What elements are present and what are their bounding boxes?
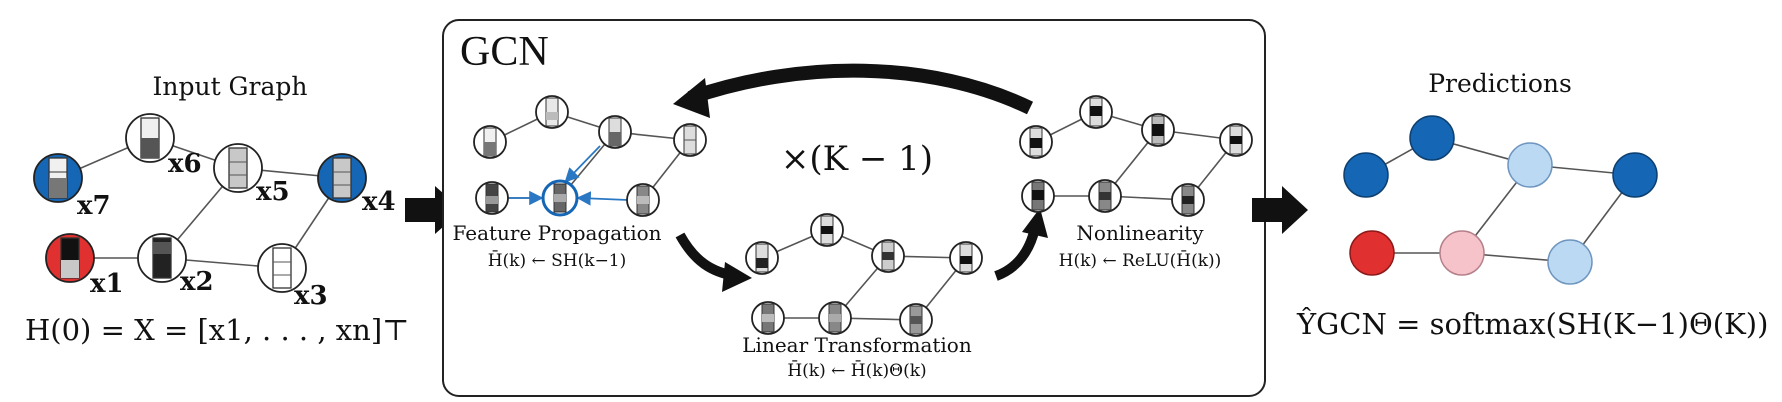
- predictions-graph: Predictions ŶGCN = softmax(SH(K−1)Θ(K)): [1296, 69, 1768, 341]
- label-x5: x5: [256, 177, 290, 207]
- label-x4: x4: [362, 187, 396, 217]
- pred-node-pink: [1439, 230, 1485, 276]
- linear-transformation-title: Linear Transformation: [742, 333, 972, 357]
- linear-transformation-formula: H̄(k) ← H̄(k)Θ(k): [787, 359, 926, 381]
- pred-node-dark-blue: [1343, 152, 1389, 198]
- linear-transformation-graph: [745, 213, 983, 337]
- label-x2: x2: [180, 267, 214, 297]
- predictions-title: Predictions: [1428, 69, 1572, 98]
- label-x3: x3: [294, 281, 328, 311]
- label-x7: x7: [77, 191, 111, 221]
- input-equation: H(0) = X = [x1, . . . , xn]⊤: [25, 313, 409, 347]
- nonlinearity-graph: [1019, 95, 1253, 217]
- loop-back-arrow: [687, 63, 1034, 115]
- feature-propagation-graph: [473, 95, 707, 217]
- input-node-x3: [257, 243, 307, 293]
- input-node-x6: [125, 113, 175, 163]
- arrow-out-of-gcn: [1252, 186, 1308, 234]
- feature-propagation-title: Feature Propagation: [452, 221, 661, 245]
- input-node-x4: [317, 153, 367, 203]
- input-node-x5: [213, 143, 263, 193]
- input-graph-title: Input Graph: [152, 72, 307, 101]
- label-x1: x1: [90, 269, 124, 299]
- pred-node-light-blue: [1507, 142, 1553, 188]
- nonlinearity-title: Nonlinearity: [1076, 221, 1204, 245]
- input-node-x7: [33, 153, 83, 203]
- input-node-x2: [137, 233, 187, 283]
- pred-node-red: [1349, 230, 1395, 276]
- repeat-label: ×(K − 1): [781, 139, 933, 179]
- feature-propagation-formula: H̄(k) ← SH(k−1): [488, 249, 627, 271]
- pred-node-light-blue: [1547, 239, 1593, 285]
- label-x6: x6: [168, 149, 202, 179]
- predictions-equation: ŶGCN = softmax(SH(K−1)Θ(K)): [1296, 306, 1768, 341]
- input-graph: Input Graph: [25, 72, 409, 347]
- gcn-box: GCN ×(K − 1) Feature Propagation H̄(k) ←: [442, 19, 1266, 397]
- pred-node-dark-blue: [1409, 115, 1455, 161]
- gcn-title: GCN: [460, 29, 549, 75]
- pred-node-dark-blue: [1612, 152, 1658, 198]
- input-node-x1: [45, 233, 95, 283]
- nonlinearity-formula: H(k) ← ReLU(H̄(k)): [1059, 249, 1222, 271]
